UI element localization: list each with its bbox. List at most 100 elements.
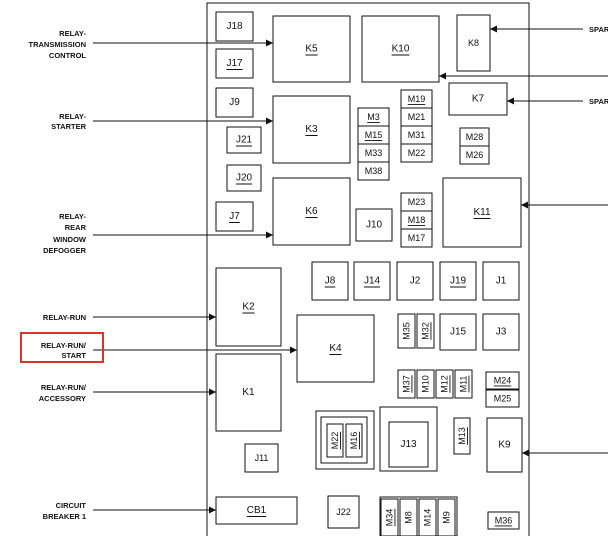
component-box xyxy=(272,15,351,83)
component-label: M25 xyxy=(494,394,512,404)
component-label: K5 xyxy=(305,44,318,55)
component-m32: M32 xyxy=(416,313,435,349)
component-m34: M34 xyxy=(380,498,399,536)
label-relay-transmission-control: RELAY- TRANSMISSION CONTROL xyxy=(28,29,86,60)
component-k6: K6 xyxy=(272,177,351,246)
component-label: J1 xyxy=(496,276,507,287)
component-label: J13 xyxy=(400,439,417,450)
label-line: CONTROL xyxy=(49,51,86,60)
component-box xyxy=(388,421,429,468)
component-label: M36 xyxy=(495,516,513,526)
component-m37: M37 xyxy=(397,369,416,399)
label-line: TRANSMISSION xyxy=(28,40,86,49)
label-line: ACCESSORY xyxy=(39,394,86,403)
arrow-relay-rear-window-defogger-arrowhead xyxy=(266,231,273,239)
label-line: WINDOW xyxy=(53,235,87,244)
component-m18: M18 xyxy=(400,210,433,230)
component-m38: M38 xyxy=(357,161,390,181)
highlight-box xyxy=(20,332,104,363)
component-label: J7 xyxy=(229,211,240,222)
component-k5: K5 xyxy=(272,15,351,83)
component-label: M37 xyxy=(402,375,412,393)
component-k2: K2 xyxy=(215,267,282,347)
component-m33: M33 xyxy=(357,143,390,163)
component-label: J20 xyxy=(236,173,253,184)
label-line: DEFOGGER xyxy=(43,246,87,255)
label-line: RELAY- xyxy=(59,212,86,221)
arrow-relay-run-start-arrowhead xyxy=(290,346,297,354)
component-label: K4 xyxy=(329,343,342,354)
component-box xyxy=(486,417,523,473)
component-label: J17 xyxy=(226,58,243,69)
arrow-spare-top-arrowhead xyxy=(490,25,497,33)
component-label: J15 xyxy=(450,327,467,338)
component-box xyxy=(272,177,351,246)
component-label: K7 xyxy=(472,94,485,105)
label-line: RELAY-RUN/ xyxy=(41,383,87,392)
component-k3: K3 xyxy=(272,95,351,164)
component-box xyxy=(215,267,282,347)
component-label: J18 xyxy=(226,21,243,32)
label-line: REAR xyxy=(65,223,87,232)
component-box xyxy=(327,495,360,529)
component-m28: M28 xyxy=(459,127,490,147)
component-label: M19 xyxy=(408,94,426,104)
component-box xyxy=(442,177,522,248)
component-m16: M16 xyxy=(345,423,363,458)
component-box xyxy=(296,314,375,383)
component-j17: J17 xyxy=(215,48,254,79)
component-box xyxy=(345,423,363,458)
component-label: M35 xyxy=(402,322,412,340)
component-label: M12 xyxy=(440,375,450,393)
component-label: J19 xyxy=(450,276,467,287)
component-label: J14 xyxy=(364,276,381,287)
label-line: RELAY- xyxy=(59,112,86,121)
component-box xyxy=(215,496,298,525)
component-label: M22 xyxy=(408,148,426,158)
component-box xyxy=(485,371,520,390)
component-box xyxy=(380,498,399,536)
component-m9: M9 xyxy=(437,498,456,536)
component-box xyxy=(400,143,433,163)
component-box xyxy=(326,423,344,458)
label-line: RELAY- xyxy=(59,29,86,38)
component-j15: J15 xyxy=(439,313,477,351)
component-m35: M35 xyxy=(397,313,416,349)
component-label: M22 xyxy=(330,432,340,450)
label-relay-run-start: RELAY-RUN/START xyxy=(20,332,104,363)
component-box xyxy=(272,95,351,164)
component-m13: M13 xyxy=(453,417,471,455)
component-box xyxy=(215,201,254,232)
component-label: M15 xyxy=(365,130,383,140)
component-box xyxy=(418,498,437,536)
component-box xyxy=(459,145,490,165)
component-box xyxy=(439,313,477,351)
component-m26: M26 xyxy=(459,145,490,165)
component-box xyxy=(456,14,491,72)
arrow-spare-mid-arrowhead xyxy=(507,97,514,105)
component-k10: K10 xyxy=(361,15,440,83)
component-box xyxy=(361,15,440,83)
arrow-relay-run-accessory-arrowhead xyxy=(209,388,216,396)
component-j2: J2 xyxy=(396,261,434,301)
component-j19: J19 xyxy=(439,261,477,301)
component-label: J3 xyxy=(496,327,507,338)
label-spare-mid: SPAR xyxy=(589,97,608,106)
component-label: M16 xyxy=(349,432,359,450)
component-label: K2 xyxy=(242,302,255,313)
component-m12: M12 xyxy=(435,369,454,399)
component-box xyxy=(355,208,393,242)
component-box xyxy=(215,87,254,118)
component-box xyxy=(454,369,473,399)
component-box xyxy=(453,417,471,455)
component-m15: M15 xyxy=(357,125,390,145)
component-j14: J14 xyxy=(353,261,391,301)
label-line: STARTER xyxy=(51,122,86,131)
component-label: M18 xyxy=(408,215,426,225)
component-m21: M21 xyxy=(400,107,433,127)
component-cb1: CB1 xyxy=(215,496,298,525)
component-box xyxy=(482,261,520,301)
